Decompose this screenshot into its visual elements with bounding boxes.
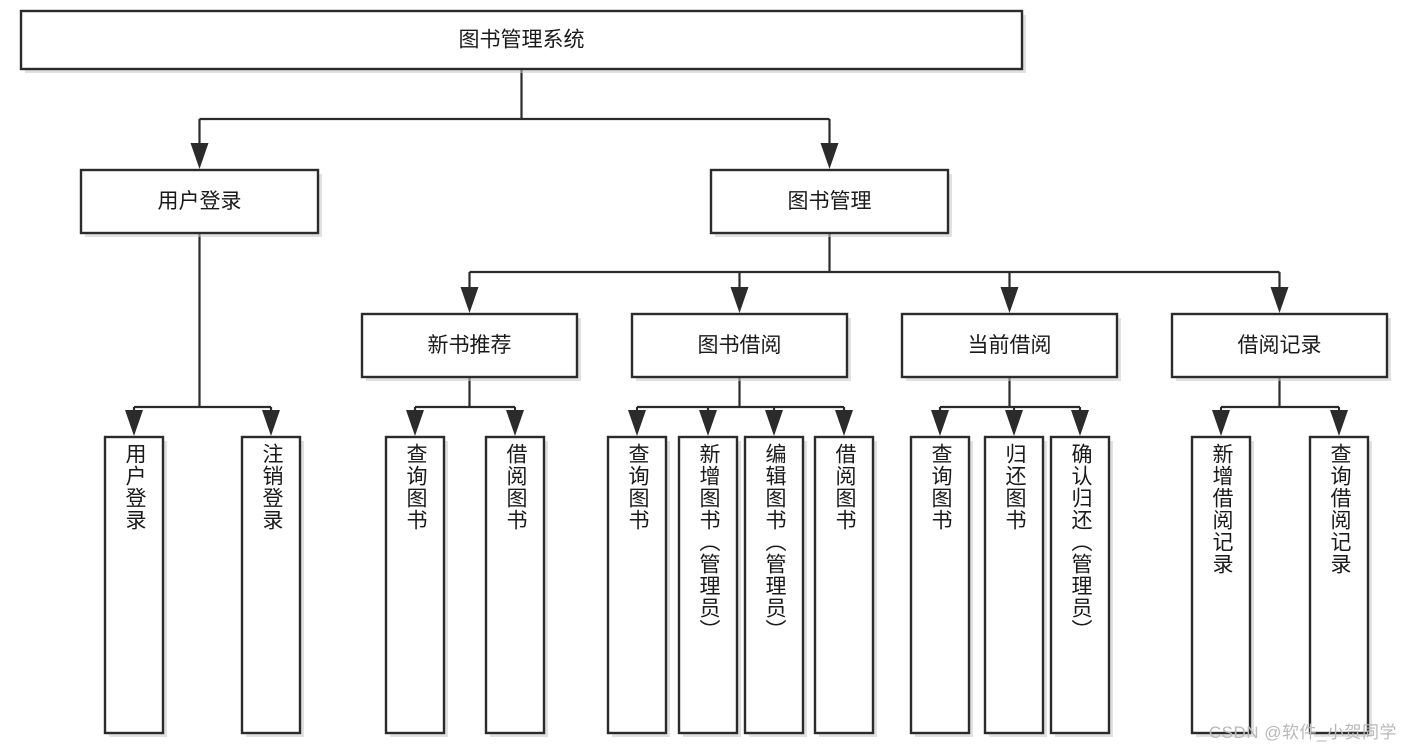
arrowhead-current-borrow-0: [931, 410, 949, 436]
arrowhead-book-borrow-2: [765, 410, 783, 436]
arrowhead-borrow-record-0: [1212, 410, 1230, 436]
node-label-book-manage: 图书管理: [788, 190, 872, 213]
arrowhead-root-1: [820, 143, 839, 169]
node-box-leaf-edit-book[interactable]: [743, 435, 805, 735]
arrowhead-book-manage-0: [460, 287, 479, 313]
arrowhead-root-0: [190, 143, 209, 169]
arrowhead-new-book-recommend-0: [406, 410, 424, 436]
node-box-new-book-recommend[interactable]: [360, 312, 579, 379]
connector-edges-layer: [125, 69, 1348, 436]
node-box-user-login[interactable]: [79, 168, 320, 235]
node-label-book-borrow: 图书借阅: [698, 334, 782, 357]
arrowhead-book-borrow-1: [699, 410, 717, 436]
node-box-leaf-query-book-2[interactable]: [606, 435, 668, 735]
node-box-borrow-record[interactable]: [1170, 312, 1389, 379]
node-box-leaf-user-login[interactable]: [103, 435, 165, 735]
node-label-borrow-record: 借阅记录: [1238, 334, 1322, 357]
node-label-root: 图书管理系统: [459, 29, 585, 52]
node-box-book-manage[interactable]: [709, 168, 950, 235]
arrowhead-current-borrow-1: [1005, 410, 1023, 436]
arrowhead-borrow-record-1: [1330, 410, 1348, 436]
node-box-leaf-confirm-return[interactable]: [1049, 435, 1111, 735]
node-label-new-book-recommend: 新书推荐: [428, 334, 512, 357]
node-box-leaf-logout[interactable]: [240, 435, 302, 735]
node-box-leaf-query-book-3[interactable]: [909, 435, 971, 735]
node-box-book-borrow[interactable]: [630, 312, 849, 379]
arrowhead-user-login-1: [262, 410, 280, 436]
arrowhead-book-borrow-3: [835, 410, 853, 436]
node-box-current-borrow[interactable]: [900, 312, 1119, 379]
node-boxes-layer: [19, 9, 1391, 737]
csdn-watermark: CSDN @软件_小贺同学: [1208, 723, 1397, 742]
node-label-user-login: 用户登录: [158, 190, 242, 213]
arrowhead-new-book-recommend-1: [506, 410, 524, 436]
arrowhead-book-borrow-0: [628, 410, 646, 436]
node-label-current-borrow: 当前借阅: [968, 334, 1052, 357]
node-box-leaf-query-book-1[interactable]: [384, 435, 446, 735]
arrowhead-user-login-0: [125, 410, 143, 436]
node-box-leaf-query-record[interactable]: [1308, 435, 1370, 735]
arrowhead-book-manage-1: [730, 287, 749, 313]
node-box-leaf-add-book[interactable]: [677, 435, 739, 735]
node-box-leaf-add-record[interactable]: [1190, 435, 1252, 735]
node-box-leaf-borrow-book-2[interactable]: [813, 435, 875, 735]
node-box-leaf-return-book[interactable]: [983, 435, 1045, 735]
arrowhead-current-borrow-2: [1071, 410, 1089, 436]
arrowhead-book-manage-2: [1000, 287, 1019, 313]
node-box-leaf-borrow-book-1[interactable]: [484, 435, 546, 735]
arrowhead-book-manage-3: [1270, 287, 1289, 313]
node-box-root[interactable]: [19, 9, 1024, 71]
